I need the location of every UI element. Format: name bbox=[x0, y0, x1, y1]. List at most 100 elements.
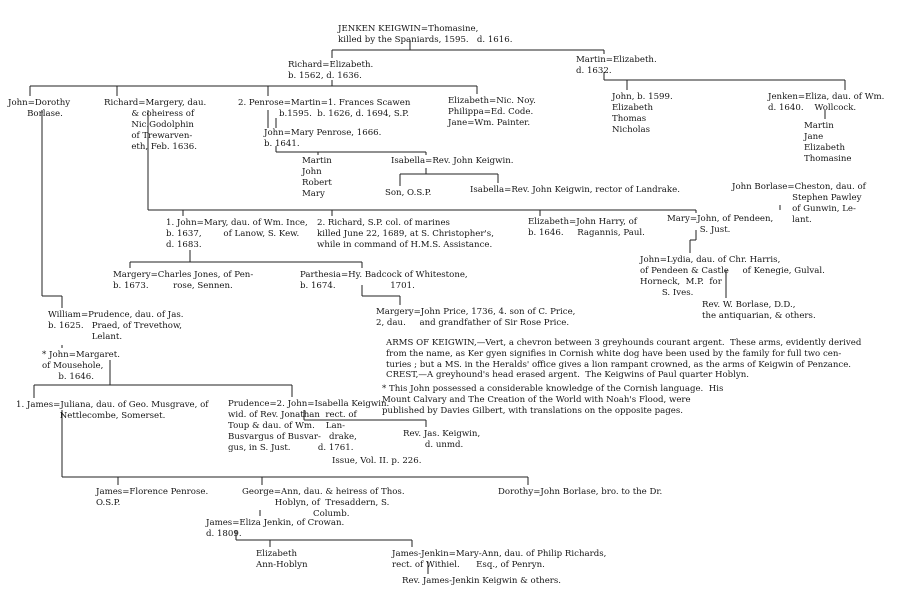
person-martin-children-line-3: Thomas bbox=[612, 114, 647, 124]
person-william-prudence-line-3: Lelant. bbox=[48, 332, 123, 342]
person-jenken-children-line-2: Jane bbox=[804, 132, 824, 142]
person-john-mary-ince-line-1: 1. John=Mary, dau. of Wm. Ince, bbox=[166, 218, 308, 228]
person-john-margaret-line-2: of Mousehole, bbox=[42, 361, 104, 371]
person-john-mary-penrose-line-2: b. 1641. bbox=[264, 139, 300, 149]
person-martin-eliz-line-1: Martin=Elizabeth. bbox=[576, 55, 657, 65]
person-issue-note-line-1: Issue, Vol. II. p. 226. bbox=[332, 456, 422, 466]
person-john-lydia-line-3: Horneck, M.P. for bbox=[640, 277, 722, 287]
person-george-ann-line-3: Columb. bbox=[242, 509, 350, 519]
person-richard-eliz-line-1: Richard=Elizabeth. bbox=[288, 60, 374, 70]
person-william-prudence-line-2: b. 1625. Praed, of Trevethow, bbox=[48, 321, 183, 331]
person-prudence-john-line-4: Busvargus of Busvar- drake, bbox=[228, 432, 357, 442]
person-jenken-children-line-1: Martin bbox=[804, 121, 834, 131]
person-john-mp-children-line-1: Martin bbox=[302, 156, 332, 166]
note-crest-line-1: CREST,—A greyhound's head erased argent.… bbox=[386, 370, 749, 380]
person-elizabeth-ann-line-1: Elizabeth bbox=[256, 549, 297, 559]
person-richard-margery-line-4: of Trewarven- bbox=[104, 131, 193, 141]
person-george-ann-line-2: Hoblyn, of Tresaddern, S. bbox=[242, 498, 390, 508]
person-john-mary-penrose-line-1: John=Mary Penrose, 1666. bbox=[264, 128, 382, 138]
person-isabella-landrake-line-1: Isabella=Rev. John Keigwin, rector of La… bbox=[470, 185, 680, 195]
person-rev-jj-line-1: Rev. James-Jenkin Keigwin & others. bbox=[402, 576, 562, 586]
person-richard-margery-line-3: Nic.Godolphin bbox=[104, 120, 194, 130]
person-john-margaret-line-1: * John=Margaret. bbox=[42, 350, 120, 360]
person-margery-price-line-2: 2, dau. and grandfather of Sir Rose Pric… bbox=[376, 318, 570, 328]
person-elizabeth-harry-line-1: Elizabeth=John Harry, of bbox=[528, 217, 637, 227]
person-penrose-martin-line-2: b.1595. b. 1626, d. 1694, S.P. bbox=[238, 109, 409, 119]
person-john-lydia-line-2: of Pendeen & Castle of Kenegie, Gulval. bbox=[640, 266, 825, 276]
person-elizabeth-noy-line-2: Philippa=Ed. Code. bbox=[448, 107, 534, 117]
person-john-mp-children-line-3: Robert bbox=[302, 178, 332, 188]
person-prudence-john-line-5: gus, in S. Just. d. 1761. bbox=[228, 443, 354, 453]
note-arms-line-1: ARMS OF KEIGWIN,—Vert, a chevron between… bbox=[386, 338, 862, 348]
person-jenken-root-line-1: JENKEN KEIGWIN=Thomasine, bbox=[338, 24, 479, 34]
person-john-mp-children-line-2: John bbox=[302, 167, 322, 177]
person-james-juliana-line-1: 1. James=Juliana, dau. of Geo. Musgrave,… bbox=[16, 400, 209, 410]
person-john-dorothy-line-2: Borlase. bbox=[8, 109, 63, 119]
person-william-prudence-line-1: William=Prudence, dau. of Jas. bbox=[48, 310, 184, 320]
person-elizabeth-harry-line-2: b. 1646. Ragannis, Paul. bbox=[528, 228, 645, 238]
person-parthesia-badcock-line-2: b. 1674. 1701. bbox=[300, 281, 415, 291]
person-james-florence-line-1: James=Florence Penrose. bbox=[96, 487, 209, 497]
person-penrose-martin-line-1: 2. Penrose=Martin=1. Frances Scawen bbox=[238, 98, 411, 108]
person-margery-jones-line-1: Margery=Charles Jones, of Pen- bbox=[113, 270, 254, 280]
person-jenken-eliza-line-2: d. 1640. Wollcock. bbox=[768, 103, 857, 113]
person-martin-children-line-2: Elizabeth bbox=[612, 103, 653, 113]
person-margery-price-line-1: Margery=John Price, 1736, 4. son of C. P… bbox=[376, 307, 576, 317]
person-martin-children-line-1: John, b. 1599. bbox=[612, 92, 673, 102]
person-richard-margery-line-1: Richard=Margery, dau. bbox=[104, 98, 207, 108]
person-elizabeth-ann-line-2: Ann-Hoblyn bbox=[256, 560, 308, 570]
person-prudence-john-line-2: wid. of Rev. Jonathan rect. of bbox=[228, 410, 357, 420]
person-john-dorothy-line-1: John=Dorothy bbox=[8, 98, 71, 108]
person-elizabeth-noy-line-1: Elizabeth=Nic. Noy. bbox=[448, 96, 536, 106]
person-richard-marines-line-1: 2. Richard, S.P. col. of marines bbox=[317, 218, 450, 228]
person-dorothy-borlase-line-1: Dorothy=John Borlase, bro. to the Dr. bbox=[498, 487, 663, 497]
person-jenken-children-line-3: Elizabeth bbox=[804, 143, 845, 153]
person-richard-margery-line-5: eth, Feb. 1636. bbox=[104, 142, 197, 152]
person-mary-john-pendeen-line-1: Mary=John, of Pendeen, bbox=[667, 214, 774, 224]
person-mary-john-pendeen-line-2: S. Just. bbox=[667, 225, 731, 235]
person-john-mary-ince-line-2: b. 1637, of Lanow, S. Kew. bbox=[166, 229, 300, 239]
person-richard-marines-line-3: while in command of H.M.S. Assistance. bbox=[317, 240, 493, 250]
note-footnote-line-2: Mount Calvary and The Creation of the Wo… bbox=[382, 395, 691, 405]
person-jenken-root-line-2: killed by the Spaniards, 1595. d. 1616. bbox=[338, 35, 513, 45]
person-rev-borlase-line-1: Rev. W. Borlase, D.D., bbox=[702, 300, 796, 310]
person-jenken-children-line-4: Thomasine bbox=[804, 154, 852, 164]
person-jenken-eliza-line-1: Jenken=Eliza, dau. of Wm. bbox=[768, 92, 885, 102]
person-john-mary-ince-line-3: d. 1683. bbox=[166, 240, 202, 250]
person-james-florence-line-2: O.S.P. bbox=[96, 498, 121, 508]
note-footnote-line-1: * This John possessed a considerable kno… bbox=[382, 384, 724, 394]
person-borlase-cheston-line-4: lant. bbox=[732, 215, 812, 225]
person-john-margaret-line-3: b. 1646. bbox=[42, 372, 94, 382]
note-arms-line-2: from the name, as Ker gyen signifies in … bbox=[386, 349, 842, 359]
person-borlase-cheston-line-2: Stephen Pawley bbox=[732, 193, 862, 203]
person-rev-borlase-line-2: the antiquarian, & others. bbox=[702, 311, 816, 321]
person-martin-children-line-4: Nicholas bbox=[612, 125, 651, 135]
person-james-eliza-line-2: d. 1809. bbox=[206, 529, 242, 539]
person-john-lydia-line-1: John=Lydia, dau. of Chr. Harris, bbox=[640, 255, 781, 265]
person-james-juliana-line-2: Nettlecombe, Somerset. bbox=[16, 411, 166, 421]
person-richard-eliz-line-2: b. 1562, d. 1636. bbox=[288, 71, 362, 81]
person-borlase-cheston-line-1: John Borlase=Cheston, dau. of bbox=[732, 182, 866, 192]
person-parthesia-badcock-line-1: Parthesia=Hy. Badcock of Whitestone, bbox=[300, 270, 468, 280]
person-james-eliza-line-1: James=Eliza Jenkin, of Crowan. bbox=[206, 518, 345, 528]
person-rev-jas-line-1: Rev. Jas. Keigwin, bbox=[403, 429, 481, 439]
person-rev-jas-line-2: d. unmd. bbox=[403, 440, 464, 450]
person-richard-marines-line-2: killed June 22, 1689, at S. Christopher'… bbox=[317, 229, 494, 239]
note-footnote-line-3: published by Davies Gilbert, with transl… bbox=[382, 406, 683, 416]
person-jj-maryann-line-2: rect. of Withiel. Esq., of Penryn. bbox=[392, 560, 545, 570]
person-margery-jones-line-2: b. 1673. rose, Sennen. bbox=[113, 281, 233, 291]
person-john-mp-children-line-4: Mary bbox=[302, 189, 325, 199]
person-son-osp-line-1: Son, O.S.P. bbox=[385, 188, 432, 198]
person-elizabeth-noy-line-3: Jane=Wm. Painter. bbox=[448, 118, 531, 128]
person-isabella-keigwin-line-1: Isabella=Rev. John Keigwin. bbox=[391, 156, 514, 166]
person-prudence-john-line-1: Prudence=2. John=Isabella Keigwin. bbox=[228, 399, 390, 409]
person-borlase-cheston-line-3: of Gunwin, Le- bbox=[732, 204, 856, 214]
person-martin-eliz-line-2: d. 1632. bbox=[576, 66, 612, 76]
person-george-ann-line-1: George=Ann, dau. & heiress of Thos. bbox=[242, 487, 405, 497]
person-prudence-john-line-3: Toup & dau. of Wm. Lan- bbox=[228, 421, 346, 431]
person-richard-margery-line-2: & coheiress of bbox=[104, 109, 195, 119]
person-jj-maryann-line-1: James-Jenkin=Mary-Ann, dau. of Philip Ri… bbox=[392, 549, 607, 559]
person-john-lydia-line-4: S. Ives. bbox=[640, 288, 694, 298]
